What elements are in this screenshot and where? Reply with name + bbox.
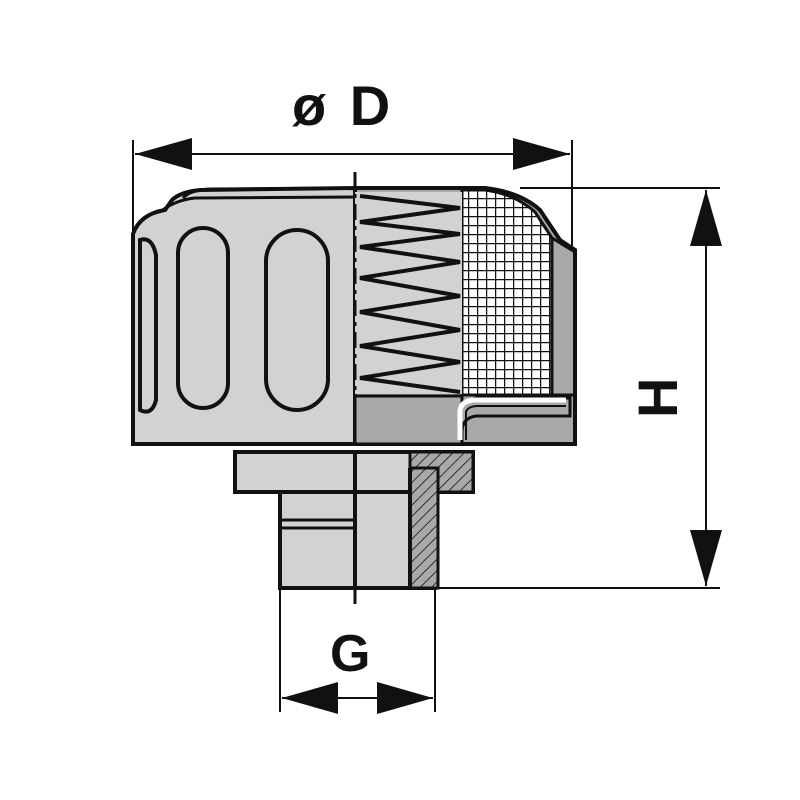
- grip-ribs: [138, 226, 330, 414]
- thread-label: G: [330, 625, 371, 683]
- inner-seat: [353, 394, 572, 446]
- dimension-diameter: [132, 138, 573, 444]
- dimension-thread: [279, 588, 436, 714]
- dimension-height: [436, 187, 722, 589]
- diameter-label: ø D: [292, 74, 395, 137]
- spring: [355, 192, 462, 394]
- height-label: H: [626, 377, 689, 418]
- threaded-stem: [278, 466, 440, 590]
